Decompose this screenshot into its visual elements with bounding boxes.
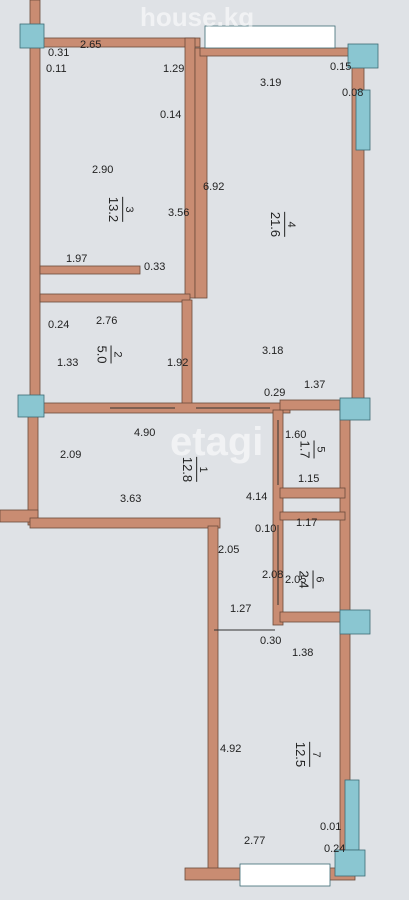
windows — [17, 23, 379, 887]
dimension-label: 4.14 — [246, 491, 268, 503]
room-label-1: 1 12.8 — [180, 456, 210, 483]
window — [339, 609, 371, 635]
dimension-label: 0.01 — [320, 821, 342, 833]
wall — [184, 37, 196, 299]
room-area: 12.8 — [180, 456, 198, 483]
room-area: 5.0 — [94, 345, 112, 364]
dimension-label: 0.11 — [46, 63, 67, 75]
dimension-label: 1.38 — [292, 647, 314, 659]
room-number: 3 — [123, 206, 136, 213]
dimension-label: 2.05 — [285, 574, 307, 586]
dimension-label: 0.24 — [48, 319, 70, 331]
room-label-4: 4 21.6 — [268, 211, 298, 238]
window — [19, 23, 45, 49]
room-number: 2 — [111, 351, 124, 358]
wall — [0, 509, 39, 523]
wall — [194, 47, 208, 299]
wall — [27, 404, 39, 526]
wall — [39, 265, 141, 275]
dimension-label: 3.18 — [262, 345, 284, 357]
dimension-label: 3.63 — [120, 493, 142, 505]
dimension-label: 2.08 — [262, 569, 284, 581]
window — [204, 25, 336, 49]
dimension-label: 1.29 — [163, 63, 185, 75]
dimension-label: 0.14 — [160, 109, 182, 121]
dimension-label: 0.08 — [342, 87, 364, 99]
dimension-label: 1.37 — [304, 379, 326, 391]
wall — [199, 47, 361, 57]
room-area: 1.7 — [297, 440, 315, 459]
dimension-label: 1.15 — [298, 473, 320, 485]
room-label-5: 5 1.7 — [297, 440, 327, 459]
dimension-label: 3.19 — [260, 77, 282, 89]
room-number: 4 — [285, 221, 298, 228]
dimension-label: 6.92 — [203, 181, 225, 193]
dimension-label: 0.29 — [264, 387, 286, 399]
dimension-label: 1.92 — [167, 357, 189, 369]
watermark-house-kg: house.kg — [140, 2, 255, 32]
wall — [29, 517, 221, 529]
dimension-label: 2.65 — [80, 39, 102, 51]
wall — [39, 37, 201, 48]
dimension-label: 2.76 — [96, 315, 118, 327]
dimension-label: 1.17 — [296, 517, 318, 529]
window — [339, 397, 371, 421]
dimension-label: 2.05 — [218, 544, 240, 556]
dimension-label: 4.92 — [220, 743, 242, 755]
dimension-label rot-r: 3.56 — [168, 207, 190, 219]
dimension-label: 2.09 — [60, 449, 82, 461]
watermark-etagi: etagi — [170, 420, 264, 464]
room-number: 7 — [310, 751, 323, 758]
wall — [279, 487, 346, 499]
dimension-label: 4.90 — [134, 427, 156, 439]
wall — [279, 611, 351, 623]
room-area: 21.6 — [268, 211, 286, 238]
room-label-7: 7 12.5 — [293, 741, 323, 768]
window — [355, 89, 371, 151]
window — [239, 863, 331, 887]
room-number: 6 — [313, 576, 326, 583]
wall — [39, 293, 191, 303]
room-label-3: 3 13.2 — [106, 196, 136, 223]
dimension-label: 0.10 — [255, 523, 277, 535]
dimension-label: 0.15 — [330, 61, 352, 73]
wall — [339, 399, 351, 621]
room-number: 5 — [314, 446, 327, 453]
room-area: 13.2 — [106, 196, 124, 223]
dimension-label: 0.24 — [324, 843, 346, 855]
dimension-label: 0.30 — [260, 635, 282, 647]
room-area: 12.5 — [293, 741, 311, 768]
window — [344, 779, 360, 851]
dimension-label: 1.27 — [230, 603, 252, 615]
room-number: 1 — [197, 466, 210, 473]
window — [334, 849, 366, 877]
dimension-label: 0.31 — [48, 47, 70, 59]
wall — [181, 299, 193, 411]
room-label-2: 2 5.0 — [94, 345, 124, 364]
dimension-label: 1.33 — [57, 357, 79, 369]
dimension-label: 1.60 — [285, 429, 307, 441]
dimension-label: 2.77 — [244, 835, 266, 847]
window — [17, 394, 45, 418]
wall — [279, 511, 346, 521]
wall — [29, 0, 41, 401]
dimension-label: 0.33 — [144, 261, 166, 273]
wall — [207, 525, 219, 877]
window — [347, 43, 379, 69]
dimension-label: 1.97 — [66, 253, 88, 265]
dimension-label: 2.90 — [92, 164, 114, 176]
doors — [110, 407, 279, 631]
